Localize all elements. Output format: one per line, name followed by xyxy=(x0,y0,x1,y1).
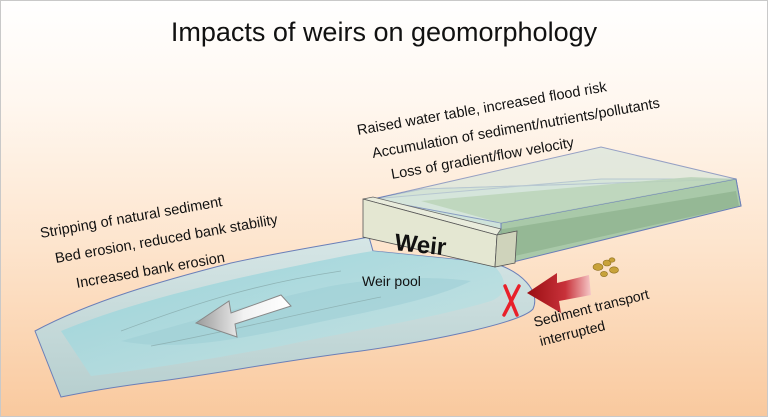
weir-label: Weir xyxy=(393,229,447,261)
sediment-arrow-icon xyxy=(527,273,591,313)
sediment-pebbles-icon xyxy=(592,257,619,277)
diagram-title: Impacts of weirs on geomorphology xyxy=(171,17,598,47)
flow-direction-arrow-icon xyxy=(194,294,292,338)
downstream-channel xyxy=(34,236,536,398)
weir-pool-label: Weir pool xyxy=(362,273,421,289)
weir-structure xyxy=(362,196,518,268)
blocked-cross-icon xyxy=(502,284,521,317)
